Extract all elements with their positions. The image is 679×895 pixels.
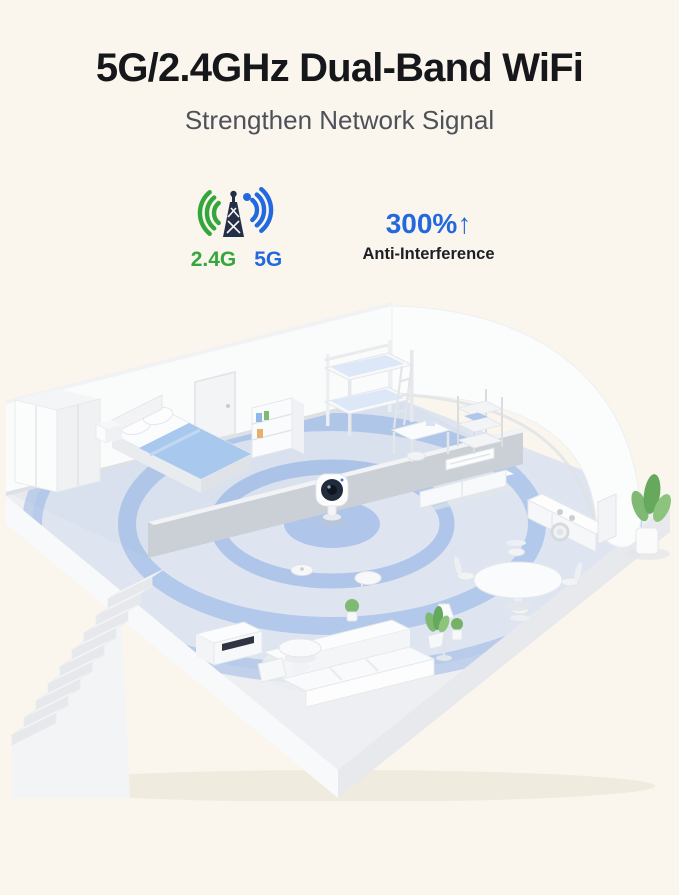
wifi-camera: [315, 473, 349, 527]
band-labels: 2.4G 5G: [191, 248, 283, 272]
door-handle: [226, 404, 230, 408]
marketing-banner: 5G/2.4GHz Dual-Band WiFi Strengthen Netw…: [0, 46, 679, 895]
wardrobe: [14, 389, 101, 493]
desk: [390, 419, 452, 462]
bed: [110, 394, 253, 493]
bookshelf: [251, 397, 304, 459]
page-title: 5G/2.4GHz Dual-Band WiFi: [95, 46, 584, 90]
green-wifi-arcs: [198, 190, 222, 236]
kitchen-counter: [526, 493, 622, 553]
potted-plant: [451, 618, 463, 641]
isometric-home-illustration: [6, 302, 671, 801]
up-arrow-icon: ↑: [457, 208, 472, 240]
band-24-label: 2.4G: [190, 248, 237, 271]
sofa-pillow: [291, 661, 309, 675]
tall-plant: [626, 474, 671, 560]
anti-interference-label: Anti-Interference: [362, 245, 495, 263]
potted-plant: [345, 599, 359, 622]
coffee-table: [278, 638, 322, 663]
curved-wall: [391, 305, 642, 548]
potted-plant: [425, 606, 450, 650]
blue-wifi-arcs: [250, 187, 274, 233]
anti-interference-value: 300%↑: [385, 208, 472, 240]
feature-row: 2.4G 5G 300%↑ Anti-Interference: [0, 172, 679, 272]
storage-rack: [456, 389, 504, 454]
staircase: [11, 568, 165, 798]
dining-set: [454, 540, 582, 621]
antenna-wifi-icon: [198, 187, 274, 237]
signal-dot: [243, 193, 252, 201]
nightstand: [95, 420, 122, 444]
bunk-bed: [323, 340, 414, 436]
stool: [406, 451, 426, 461]
door: [194, 371, 236, 445]
duvet: [139, 423, 251, 479]
anti-interference-feature: 300%↑ Anti-Interference: [362, 208, 495, 272]
ac-unit: [445, 447, 495, 471]
antenna-mast: [223, 190, 252, 237]
side-table: [354, 571, 382, 594]
percent-text: 300%: [385, 208, 458, 240]
robot-vacuum: [290, 564, 314, 576]
camera-led: [340, 478, 344, 482]
dual-band-feature: 2.4G 5G: [184, 184, 288, 272]
ladder: [392, 362, 414, 429]
planter-pot: [635, 527, 659, 555]
fireplace-slot: [222, 636, 254, 651]
band-5-label: 5G: [254, 248, 283, 271]
dining-table: [473, 561, 563, 599]
page-subtitle: Strengthen Network Signal: [184, 105, 495, 135]
fridge: [597, 493, 622, 545]
sideboard: [419, 469, 514, 512]
media-console: [194, 621, 264, 666]
